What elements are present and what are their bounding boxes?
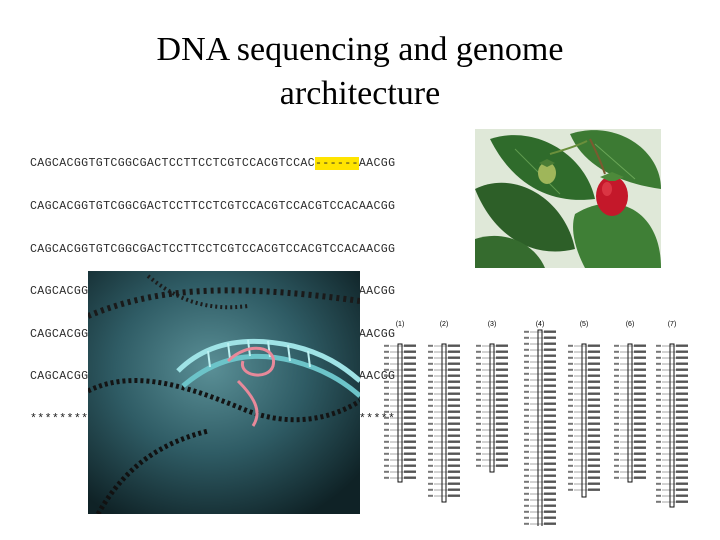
genetic-linkage-map: (1) (2) (3) (4) (5) (6) (7) — [372, 316, 707, 526]
alignment-row: CAGCACGGTGTCGGCGACTCCTTCCTCGTCCACGTCCAC-… — [30, 157, 435, 171]
slide-title: DNA sequencing and genome architecture — [0, 28, 720, 116]
linkage-group-label: (3) — [488, 321, 497, 328]
chromosome-bar — [581, 343, 587, 498]
gap-highlight: ------ — [315, 157, 359, 171]
title-line-1: DNA sequencing and genome — [156, 31, 564, 68]
chromosome-bar — [397, 343, 403, 483]
linkage-group-label: (6) — [626, 321, 635, 328]
strawberry-plant-photo — [475, 129, 661, 268]
sequence-text: CAGCACGGTGTCGGCGACTCCTTCCTCGTCCACGTCCACG… — [30, 242, 396, 256]
linkage-group-label: (4) — [536, 321, 545, 328]
title-line-2: architecture — [279, 75, 441, 112]
alignment-row: CAGCACGGTGTCGGCGACTCCTTCCTCGTCCACGTCCACG… — [30, 243, 435, 257]
alignment-row: CAGCACGGTGTCGGCGACTCCTTCCTCGTCCACGTCCACG… — [30, 200, 435, 214]
linkage-group-label: (5) — [580, 321, 589, 328]
linkage-group-label: (7) — [668, 321, 677, 328]
chromosome-bar — [441, 343, 447, 503]
linkage-group-label: (2) — [440, 321, 449, 328]
sequence-text: CAGCACGGTGTCGGCGACTCCTTCCTCGTCCACGTCCACG… — [30, 200, 396, 213]
sequence-text: AACGG — [358, 157, 396, 171]
sequence-text: CAGCACGGTGTCGGCGACTCCTTCCTCGTCCACGTCCAC — [30, 157, 315, 171]
chromosome-bar — [489, 343, 495, 473]
chromosome-bar — [627, 343, 633, 483]
linkage-group-label: (1) — [396, 321, 405, 328]
dna-double-helix-render — [88, 271, 360, 514]
chromosome-bar — [669, 343, 675, 508]
